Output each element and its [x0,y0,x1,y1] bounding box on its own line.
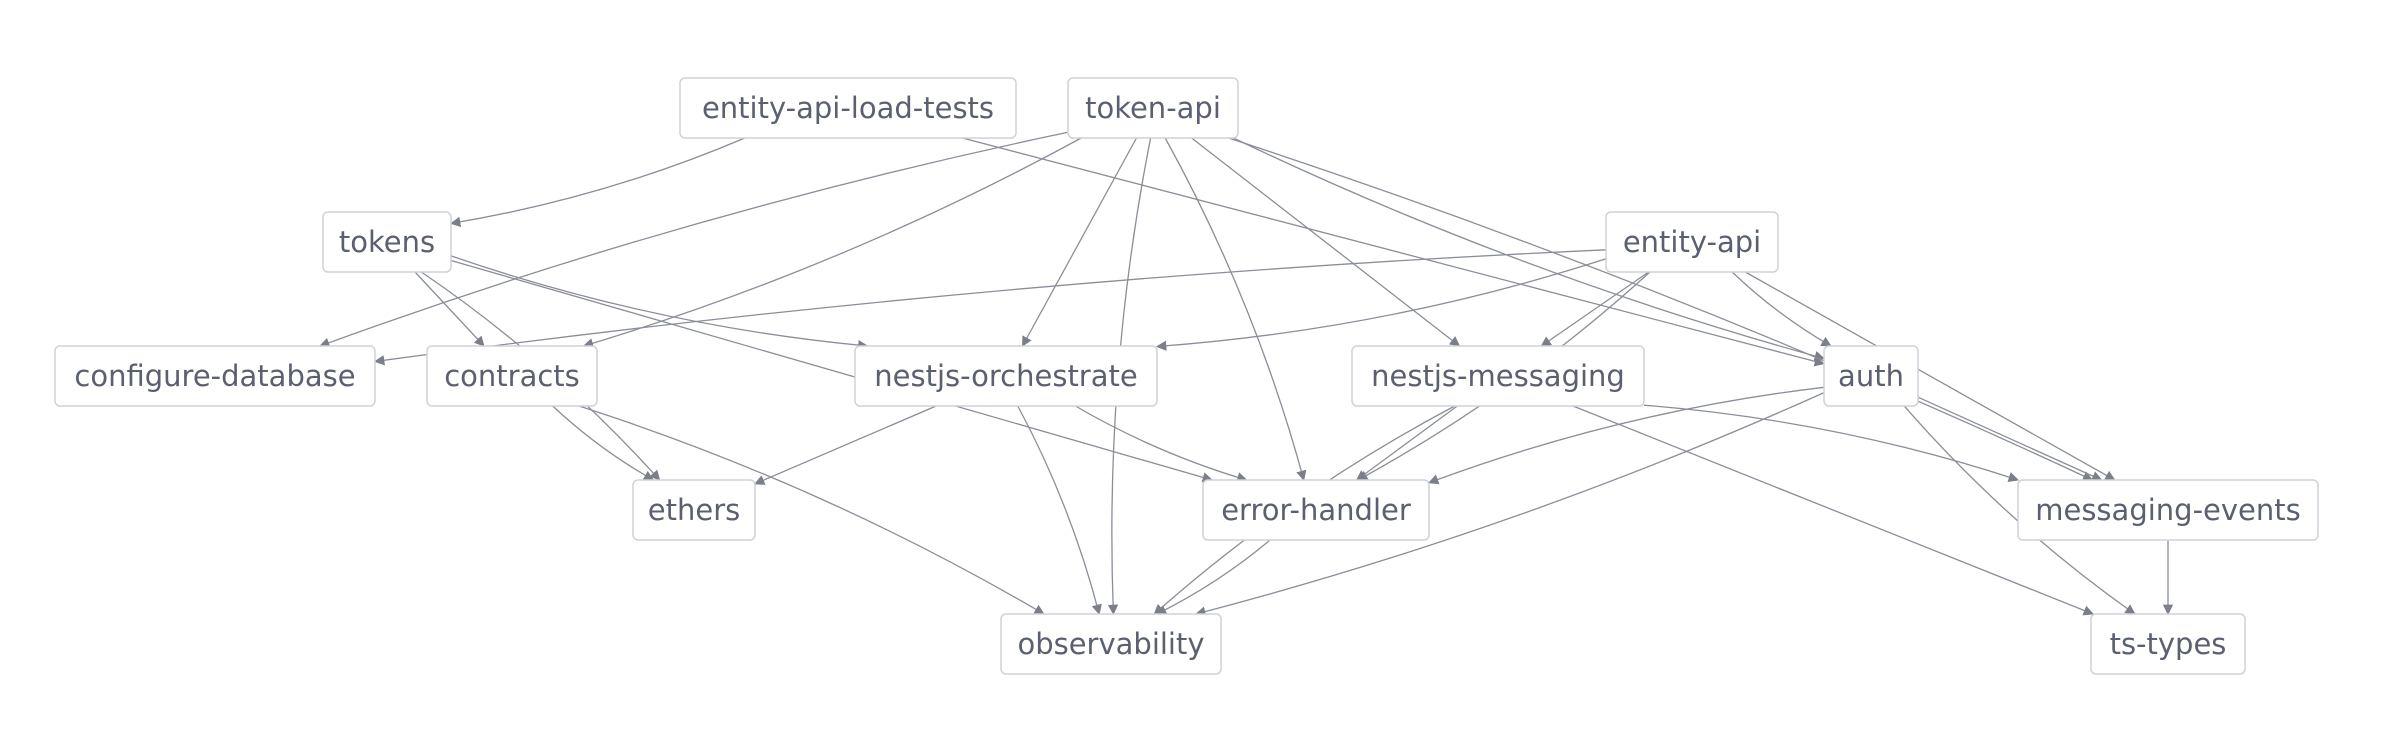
node-label: observability [1017,627,1204,661]
edge-entity-api-to-auth [1732,272,1831,346]
node-entity-api-load-tests[interactable]: entity-api-load-tests [680,78,1016,138]
node-label: entity-api [1623,225,1761,259]
node-nestjs-messaging[interactable]: nestjs-messaging [1352,346,1644,406]
edge-auth-to-messaging-events [1918,397,2102,480]
edge-entity-api-load-tests-to-tokens [451,138,745,223]
node-label: ts-types [2110,627,2227,661]
edge-token-api-to-error-handler [1165,138,1304,480]
edge-nestjs-messaging-to-error-handler [1357,406,1458,480]
edge-token-api-to-contracts [584,138,1081,346]
edge-entity-api-to-messaging-events [1745,272,2114,480]
node-configure-database[interactable]: configure-database [55,346,375,406]
edge-error-handler-to-observability [1157,540,1270,614]
nodes-layer: entity-api-load-tests token-api tokens e… [55,78,2318,674]
edge-contracts-to-ethers [553,406,654,480]
node-label: configure-database [74,359,355,393]
node-label: nestjs-orchestrate [874,359,1137,393]
node-entity-api[interactable]: entity-api [1606,212,1778,272]
node-label: messaging-events [2035,493,2301,527]
node-label: error-handler [1221,493,1411,527]
node-label: token-api [1085,91,1221,125]
node-tokens[interactable]: tokens [323,212,451,272]
node-contracts[interactable]: contracts [427,346,597,406]
edge-nestjs-orchestrate-to-observability [1018,406,1099,614]
node-label: ethers [648,493,740,527]
edge-nestjs-orchestrate-to-ethers [755,406,936,484]
node-observability[interactable]: observability [1001,614,1221,674]
edge-nestjs-messaging-to-ts-types [1573,406,2093,614]
node-messaging-events[interactable]: messaging-events [2018,480,2318,540]
edge-nestjs-orchestrate-to-error-handler [1075,406,1246,480]
node-label: nestjs-messaging [1371,359,1625,393]
node-label: tokens [339,225,435,259]
node-label: contracts [444,359,580,393]
node-nestjs-orchestrate[interactable]: nestjs-orchestrate [855,346,1157,406]
node-label: entity-api-load-tests [702,91,994,125]
node-ethers[interactable]: ethers [633,480,755,540]
node-ts-types[interactable]: ts-types [2091,614,2245,674]
edge-entity-api-to-nestjs-messaging [1541,272,1648,346]
edge-tokens-to-nestjs-orchestrate [451,256,867,346]
node-auth[interactable]: auth [1824,346,1918,406]
edge-entity-api-to-configure-database [375,250,1606,362]
node-error-handler[interactable]: error-handler [1203,480,1429,540]
node-label: auth [1838,359,1904,393]
edge-token-api-to-nestjs-messaging [1192,138,1460,346]
node-token-api[interactable]: token-api [1068,78,1238,138]
